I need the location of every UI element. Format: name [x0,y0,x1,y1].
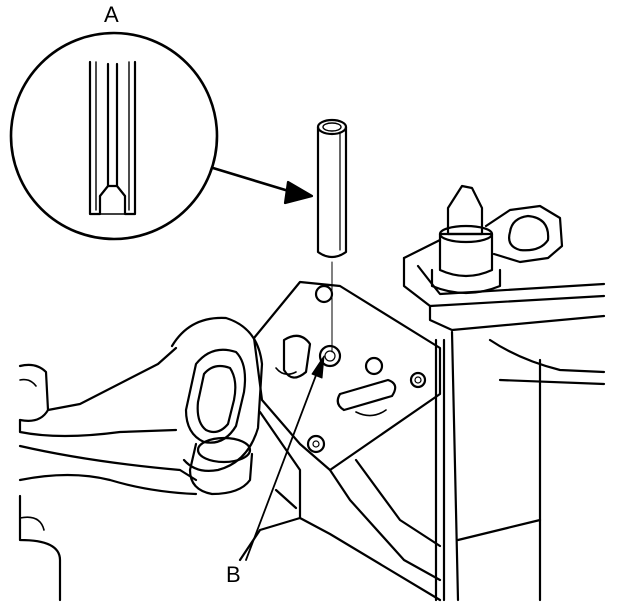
dowel-pin [316,118,348,353]
leader-b [245,355,325,561]
detail-arrow [211,166,314,205]
callout-label-a: A [104,2,119,27]
lower-casting [18,410,442,602]
detail-circle-a [9,31,219,241]
housing-right [402,184,606,602]
lever-arm [18,316,264,496]
separator-plate [252,280,442,472]
callout-label-b: B [226,562,241,587]
